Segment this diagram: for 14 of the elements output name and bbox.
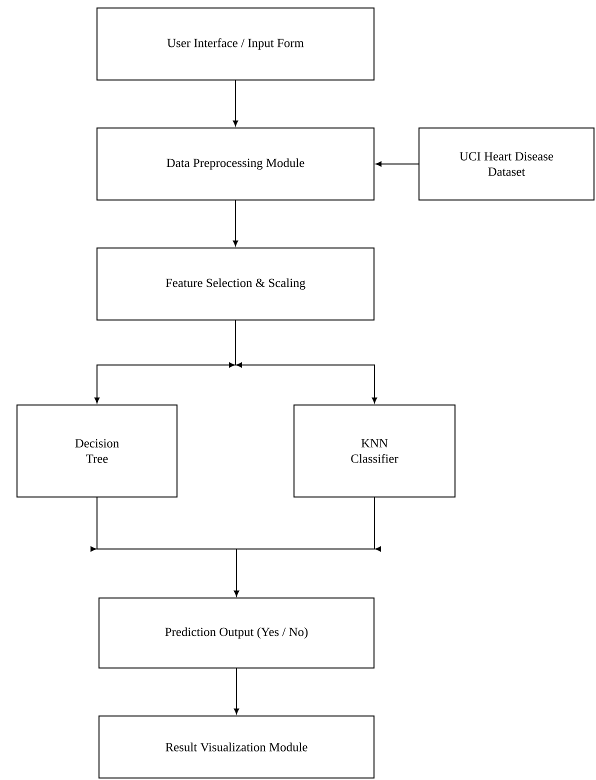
arrow: [232, 200, 238, 246]
process-box: Result Visualization Module: [98, 716, 374, 778]
arrow: [232, 80, 238, 126]
process-box: UCI Heart Disease Dataset: [418, 128, 594, 200]
arrow: [376, 161, 419, 167]
arrow: [229, 320, 378, 404]
process-box: Decision Tree: [16, 404, 178, 498]
arrow: [234, 497, 381, 596]
arrow: [234, 668, 240, 714]
process-box: Data Preprocessing Module: [96, 128, 374, 200]
process-box: KNN Classifier: [294, 404, 456, 498]
process-box: Feature Selection & Scaling: [96, 248, 374, 320]
process-box: Prediction Output (Yes / No): [98, 598, 374, 668]
process-box: User Interface / Input Form: [96, 8, 374, 80]
